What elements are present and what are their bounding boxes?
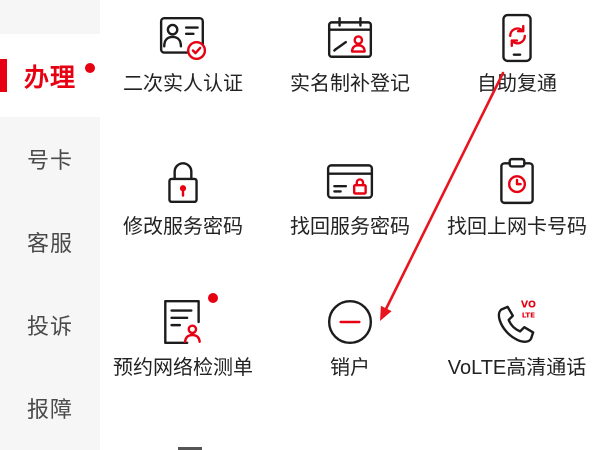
volte-logo-text: LTE xyxy=(522,310,535,319)
sidebar-item-label: 投诉 xyxy=(26,313,73,339)
service-label: 找回上网卡号码 xyxy=(447,216,587,238)
sidebar-item-label: 客服 xyxy=(26,230,73,256)
calendar-person-icon xyxy=(325,13,375,63)
id-card-check-icon xyxy=(158,13,208,63)
service-label: 修改服务密码 xyxy=(123,216,243,238)
service-label: 预约网络检测单 xyxy=(113,357,253,379)
sidebar-item-handle[interactable]: 办理 xyxy=(0,34,100,117)
active-indicator xyxy=(0,59,7,92)
service-tile-realname-register[interactable]: 实名制补登记 xyxy=(267,13,433,113)
service-tile-network-test-booking[interactable]: 预约网络检测单 xyxy=(100,293,266,397)
volte-logo-text: VO xyxy=(521,299,536,310)
circle-minus-icon xyxy=(325,297,375,347)
document-person-icon xyxy=(158,297,208,347)
service-tile-cancel-account[interactable]: 销户 xyxy=(267,297,433,397)
service-label: 销户 xyxy=(330,357,370,379)
service-label: VoLTE高清通话 xyxy=(447,357,587,379)
sidebar-item-complaint[interactable]: 投诉 xyxy=(0,283,100,366)
service-tile-change-password[interactable]: 修改服务密码 xyxy=(100,156,266,256)
service-tile-recover-password[interactable]: 找回服务密码 xyxy=(267,156,433,256)
partial-next-row-icon xyxy=(178,447,202,450)
service-tile-volte-hd-call[interactable]: VO LTE VoLTE高清通话 xyxy=(434,297,600,397)
service-tile-second-identity-verify[interactable]: 二次实人认证 xyxy=(100,13,266,113)
category-sidebar: 办理 号卡 客服 投诉 报障 xyxy=(0,0,100,450)
service-tile-self-restore[interactable]: 自助复通 xyxy=(434,13,600,113)
sidebar-item-customer-service[interactable]: 客服 xyxy=(0,200,100,283)
service-label: 二次实人认证 xyxy=(123,73,243,95)
lock-icon xyxy=(158,156,208,206)
service-label: 找回服务密码 xyxy=(290,216,410,238)
volte-phone-icon: VO LTE xyxy=(492,297,542,347)
service-label: 自助复通 xyxy=(477,73,557,95)
sidebar-item-label: 办理 xyxy=(23,63,76,92)
clipboard-clock-icon xyxy=(492,156,542,206)
notification-dot xyxy=(208,293,218,303)
service-tile-recover-data-card-number[interactable]: 找回上网卡号码 xyxy=(434,156,600,256)
sidebar-item-number-card[interactable]: 号卡 xyxy=(0,117,100,200)
notification-dot xyxy=(85,63,95,73)
phone-refresh-icon xyxy=(492,13,542,63)
sidebar-item-label: 报障 xyxy=(26,396,73,422)
sidebar-item-fault-report[interactable]: 报障 xyxy=(0,366,100,449)
sidebar-item-label: 号卡 xyxy=(26,147,73,173)
service-label: 实名制补登记 xyxy=(290,73,410,95)
card-lock-icon xyxy=(325,156,375,206)
service-grid: 二次实人认证 实名制补登记 自助复通 xyxy=(100,0,600,450)
